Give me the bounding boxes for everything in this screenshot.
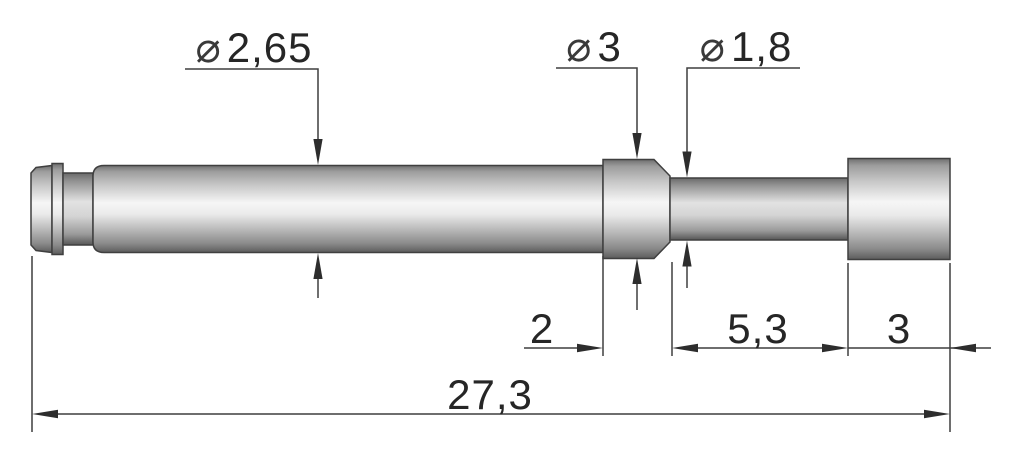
arrow-left-overall-icon <box>32 409 58 419</box>
diameter-symbol-icon: ⌀ <box>699 23 726 70</box>
arrow-right-collar-width-icon <box>577 343 603 353</box>
arrow-left-head-length-icon <box>950 343 976 353</box>
dimension-label-diameter-collar: ⌀3 <box>566 26 622 68</box>
arrow-up-barrel-icon <box>313 253 323 279</box>
probe-tip-neck <box>62 172 94 246</box>
probe-head <box>847 157 951 261</box>
leader-line-diameter-collar <box>556 67 638 134</box>
arrow-left-shaft-length-icon <box>672 343 698 353</box>
diameter-symbol-icon: ⌀ <box>566 23 593 70</box>
diameter-symbol-icon: ⌀ <box>195 24 222 71</box>
arrow-down-collar-icon <box>632 133 642 159</box>
arrow-up-collar-icon <box>632 258 642 284</box>
leader-line-diameter-barrel <box>185 68 319 140</box>
dimension-label-overall-length: 27,3 <box>447 371 533 418</box>
arrow-right-shaft-length-icon <box>822 343 848 353</box>
probe-collar <box>602 158 671 260</box>
arrow-right-overall-icon <box>924 409 950 419</box>
probe-barrel <box>92 164 604 254</box>
arrow-down-barrel-icon <box>313 139 323 165</box>
leader-line-diameter-shaft <box>686 67 800 152</box>
dimension-label-diameter-shaft: ⌀1,8 <box>700 26 793 68</box>
dimension-label-shaft-length: 5,3 <box>727 305 789 352</box>
diameter-barrel-value: 2,65 <box>226 24 313 71</box>
probe-tip-flange <box>51 162 64 256</box>
dimension-lines <box>31 67 991 432</box>
dimension-arrows <box>32 133 976 419</box>
arrow-up-shaft-icon <box>682 240 692 267</box>
dimension-label-head-length: 3 <box>886 305 912 352</box>
probe-part <box>30 157 951 261</box>
diameter-shaft-value: 1,8 <box>730 23 793 70</box>
dimension-label-collar-width: 2 <box>529 305 555 352</box>
dimension-label-diameter-barrel: ⌀2,65 <box>195 27 312 69</box>
arrow-down-shaft-icon <box>682 151 692 178</box>
diameter-collar-value: 3 <box>597 23 622 70</box>
probe-tip-cone <box>30 164 53 254</box>
probe-shaft <box>669 177 849 241</box>
